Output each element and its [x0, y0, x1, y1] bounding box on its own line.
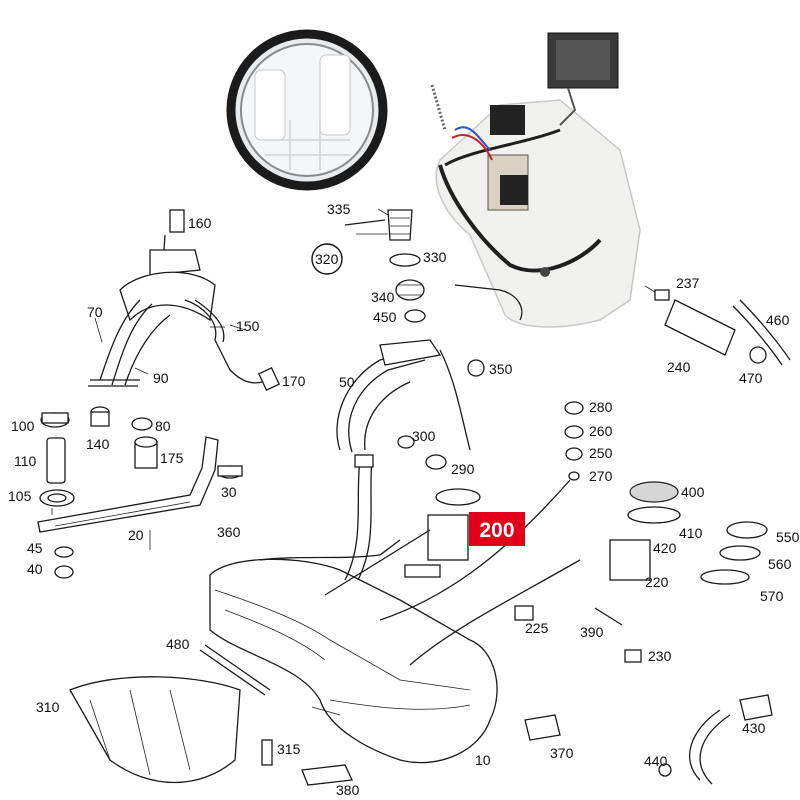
callout-225: 225 [525, 620, 549, 636]
callout-circle-320 [311, 243, 343, 275]
callout-430: 430 [742, 720, 766, 736]
callout-390: 390 [580, 624, 604, 640]
callout-460: 460 [766, 312, 790, 328]
callout-220: 220 [645, 574, 669, 590]
callout-45: 45 [27, 540, 43, 556]
highlight-badge [469, 512, 525, 546]
callout-550: 550 [776, 529, 800, 545]
callout-370: 370 [550, 745, 574, 761]
fuel-pump-module-photo [430, 32, 641, 328]
callout-350: 350 [489, 361, 513, 377]
callout-110: 110 [14, 453, 37, 469]
callout-100: 100 [11, 418, 35, 434]
callout-330: 330 [423, 249, 447, 265]
callout-250: 250 [589, 445, 613, 461]
callout-335: 335 [327, 201, 351, 217]
callout-160: 160 [188, 215, 212, 231]
callout-290: 290 [451, 461, 475, 477]
callout-200: 200 [479, 519, 514, 542]
callout-150: 150 [236, 318, 260, 334]
callout-360: 360 [217, 524, 241, 540]
callout-170: 170 [282, 373, 306, 389]
heat-shields [69, 644, 353, 786]
filler-neck-assembly [88, 209, 281, 391]
fuel-pump-part [324, 488, 481, 596]
callout-40: 40 [27, 561, 43, 577]
filter-and-lines [454, 284, 791, 366]
seal-ring-photo [226, 29, 388, 191]
callout-80: 80 [155, 418, 171, 434]
callout-315: 315 [277, 741, 301, 757]
vent-assembly [336, 339, 485, 470]
vent-valve-parts [344, 209, 426, 323]
callout-30: 30 [221, 484, 237, 500]
callout-380: 380 [336, 782, 360, 798]
callout-440: 440 [644, 753, 668, 769]
callout-310: 310 [36, 699, 60, 715]
callout-237: 237 [676, 275, 700, 291]
small-parts-left [39, 406, 243, 579]
bracket-right [658, 694, 773, 785]
callout-140: 140 [86, 436, 110, 452]
callout-50: 50 [339, 374, 355, 390]
callout-10: 10 [475, 752, 491, 768]
callout-320: 320 [315, 251, 339, 267]
sender-parts-right [379, 401, 768, 741]
callout-410: 410 [679, 525, 703, 541]
callout-20: 20 [128, 527, 144, 543]
callout-105: 105 [8, 488, 32, 504]
callout-90: 90 [153, 370, 169, 386]
callout-240: 240 [667, 359, 691, 375]
callout-270: 270 [589, 468, 613, 484]
callout-470: 470 [739, 370, 763, 386]
callout-480: 480 [166, 636, 190, 652]
tank-strap [37, 436, 219, 533]
callout-230: 230 [648, 648, 672, 664]
callout-400: 400 [681, 484, 705, 500]
callout-560: 560 [768, 556, 792, 572]
leader-lines [51, 208, 656, 716]
callout-340: 340 [371, 289, 395, 305]
callout-450: 450 [373, 309, 397, 325]
callout-300: 300 [412, 428, 436, 444]
callout-260: 260 [589, 423, 613, 439]
callout-280: 280 [589, 399, 613, 415]
callout-70: 70 [87, 304, 103, 320]
fuel-tank [209, 454, 498, 764]
callout-175: 175 [160, 450, 184, 466]
callout-420: 420 [653, 540, 677, 556]
callout-570: 570 [760, 588, 784, 604]
